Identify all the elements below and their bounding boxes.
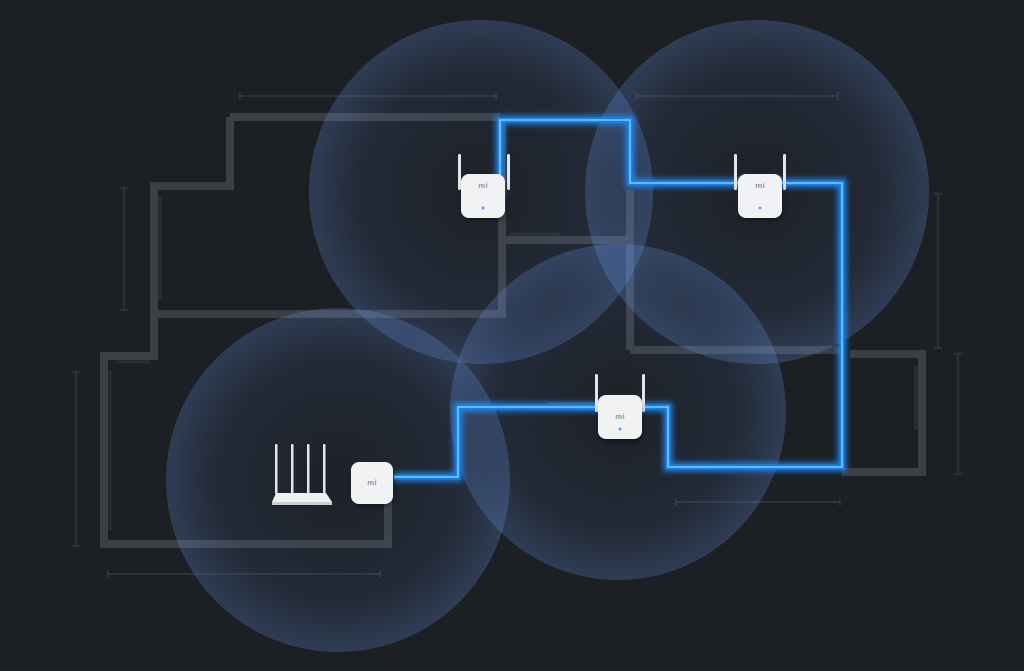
router-icon [272, 444, 332, 505]
extender-icon: mi [595, 374, 645, 442]
mi-logo-label: mi [615, 413, 625, 421]
mi-logo-label: mi [478, 182, 488, 190]
extender-icon: mi [458, 154, 510, 220]
mesh-satellite-icon: mi [351, 462, 393, 506]
mesh-link-path [394, 115, 847, 482]
coverage-zone [166, 308, 510, 652]
mi-logo-label: mi [367, 479, 377, 487]
extender-icon: mi [734, 154, 786, 220]
mi-logo-label: mi [755, 182, 765, 190]
